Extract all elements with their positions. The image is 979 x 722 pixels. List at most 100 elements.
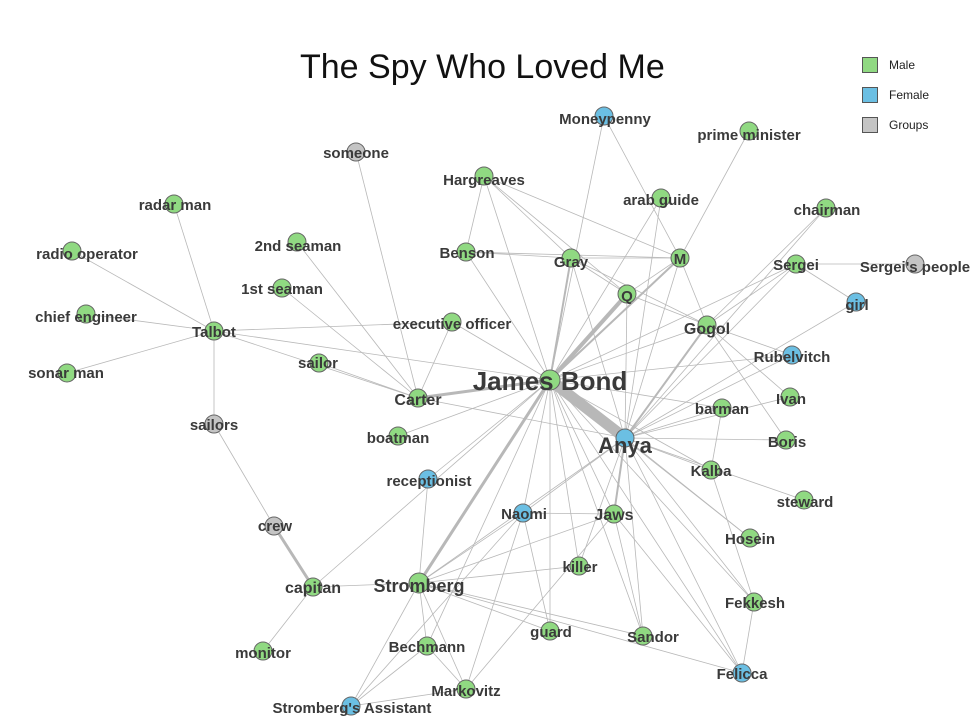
edge-carter-2nd-seaman — [296, 241, 419, 399]
node-label: receptionist — [386, 473, 471, 490]
node-label: sailors — [190, 417, 238, 434]
node-circle — [604, 504, 624, 524]
node-talbot: Talbot — [192, 321, 236, 341]
node-circle — [744, 592, 764, 612]
node-label: crew — [258, 518, 293, 535]
node-circle — [561, 248, 581, 268]
node-label: Talbot — [192, 324, 236, 341]
edge-anya-q — [624, 293, 628, 439]
node-circle — [442, 312, 462, 332]
edge-fekkesh-kalba — [710, 469, 755, 603]
node-label: barman — [695, 401, 749, 418]
edge-talbot-radio-operator — [71, 250, 215, 332]
legend-label: Groups — [889, 118, 929, 132]
node-label: Anya — [598, 433, 653, 458]
node-label: Q — [621, 288, 633, 305]
edge-james-bond-m — [549, 257, 681, 381]
edge-james-bond-talbot — [213, 330, 551, 381]
node-label: sonar man — [28, 365, 104, 382]
node-label: steward — [777, 494, 834, 511]
node-gray: Gray — [554, 248, 589, 271]
edge-carter-executive-officer — [417, 321, 453, 399]
edge-anya-girl — [624, 301, 857, 439]
node-circle — [594, 106, 614, 126]
node-steward: steward — [777, 490, 834, 511]
node-circle — [204, 321, 224, 341]
edge-anya-sergei — [624, 263, 797, 439]
edge-naomi-markovitz — [465, 512, 524, 690]
edge-james-bond-boatman — [397, 379, 551, 437]
edge-carter-someone — [355, 151, 419, 399]
node-label: Stromberg's Assistant — [273, 700, 432, 717]
node-circle — [782, 345, 802, 365]
node-label: Hargreaves — [443, 172, 525, 189]
node-guard: guard — [530, 621, 572, 641]
node-monitor: monitor — [235, 641, 291, 662]
node-carter: Carter — [394, 388, 442, 409]
edge-james-bond-gray — [549, 257, 572, 381]
edge-stromberg-sandor — [418, 582, 644, 637]
node-label: Stromberg — [373, 576, 464, 596]
node-stromberg: Stromberg — [373, 572, 465, 596]
node-someone: someone — [323, 142, 389, 162]
legend-swatch-groups — [862, 117, 878, 133]
node-chief-engineer: chief engineer — [35, 304, 137, 326]
node-label: monitor — [235, 645, 291, 662]
node-label: killer — [562, 559, 597, 576]
node-label: Moneypenny — [559, 111, 651, 128]
node-label: 2nd seaman — [255, 238, 342, 255]
edge-hargreaves-q — [483, 175, 628, 295]
node-label: someone — [323, 145, 389, 162]
edge-anya-gray — [570, 257, 626, 439]
node-circle — [739, 121, 759, 141]
node-circle — [905, 254, 925, 274]
edge-talbot-executive-officer — [213, 321, 453, 332]
node-label: Fekkesh — [725, 595, 785, 612]
node-ivan: Ivan — [776, 387, 806, 408]
edge-kalba-barman — [710, 407, 723, 471]
node-circle — [346, 142, 366, 162]
node-circle — [697, 315, 717, 335]
node-circle — [569, 556, 589, 576]
node-circle — [57, 363, 77, 383]
edge-james-bond-felicca — [549, 379, 743, 674]
node-circle — [701, 460, 721, 480]
node-label: M — [674, 251, 687, 268]
edge-anya-killer — [578, 437, 626, 567]
edge-james-bond-naomi — [522, 379, 551, 514]
node-circle — [513, 503, 533, 523]
node-circle — [776, 430, 796, 450]
edge-anya-boris — [624, 437, 787, 441]
node-anya: Anya — [598, 428, 653, 458]
node-label: Sandor — [627, 629, 679, 646]
node-label: Naomi — [501, 506, 547, 523]
node-circle — [846, 292, 866, 312]
node-q: Q — [617, 284, 637, 305]
edge-james-bond-hargreaves — [483, 175, 551, 381]
node-label: chairman — [794, 202, 861, 219]
node-label: Boris — [768, 434, 806, 451]
node-benson: Benson — [439, 242, 495, 262]
edge-james-bond-stromberg — [417, 379, 552, 584]
legend: Male Female Groups — [862, 50, 929, 140]
edge-anya-gogol — [624, 324, 708, 439]
edge-crew-capitan — [272, 525, 315, 588]
edge-james-bond-kalba — [549, 379, 712, 471]
node-circle — [388, 426, 408, 446]
edge-carter-1st-seaman — [281, 287, 419, 399]
edge-james-bond-jaws — [549, 379, 615, 515]
edge-anya-arab-guide — [624, 197, 662, 439]
edge-capitan-stromberg — [312, 582, 420, 588]
node-sonar-man: sonar man — [28, 363, 104, 383]
node-circle — [62, 241, 82, 261]
edge-james-bond-gogol — [549, 324, 708, 381]
edge-bechmann-stromberg-s-assistant — [350, 645, 428, 707]
edge-james-bond-receptionist — [427, 379, 551, 480]
edge-m-q — [626, 257, 681, 295]
edge-gray-benson — [465, 251, 572, 259]
edge-anya-m — [624, 257, 681, 439]
node-m: M — [670, 248, 690, 268]
node-sergei: Sergei — [773, 254, 819, 274]
